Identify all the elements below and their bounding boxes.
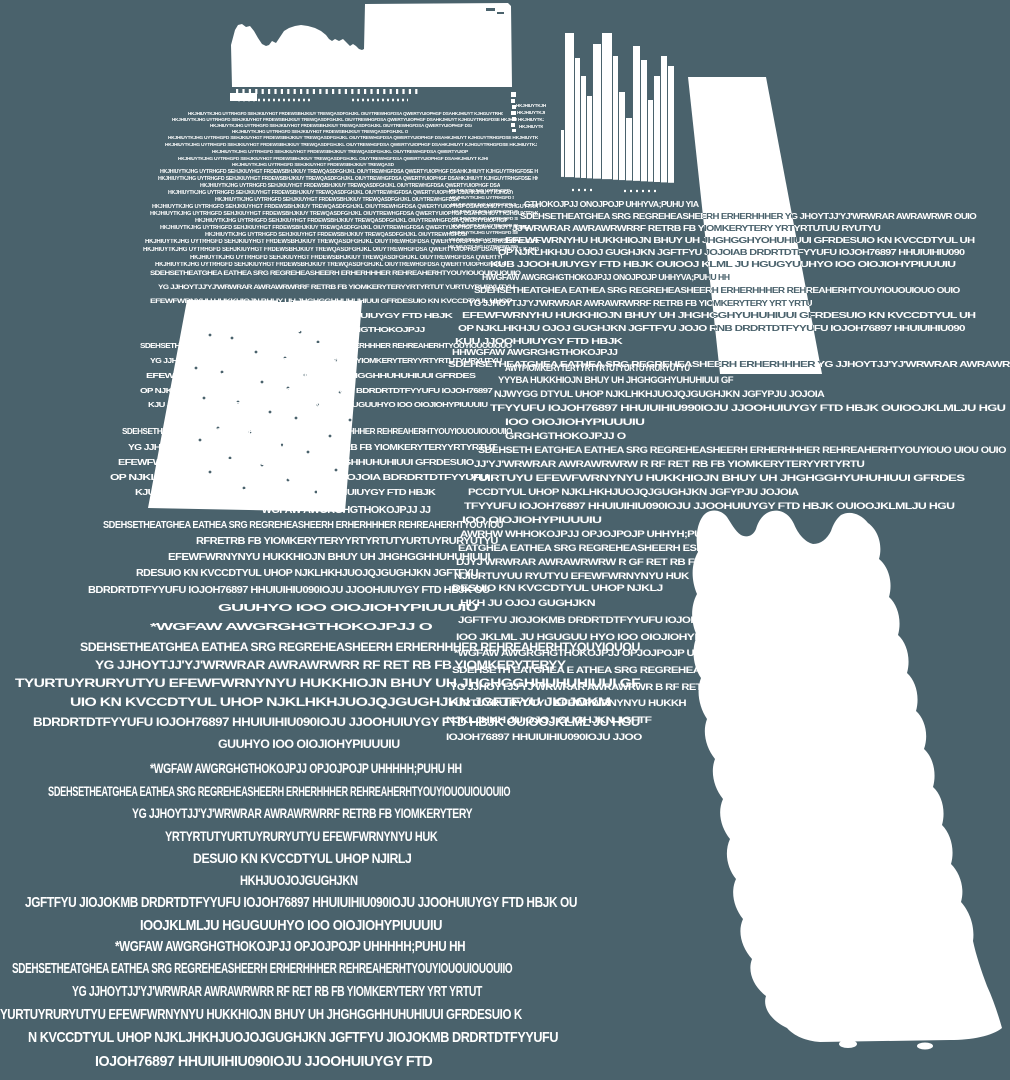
axis-tick: [357, 89, 360, 94]
axis-tick: [351, 89, 354, 94]
axis-tick: [242, 89, 245, 94]
area-chart-figure: [231, 3, 512, 87]
scatter-point: [303, 373, 307, 377]
axis-tick: [280, 89, 283, 94]
axis-tick: [364, 89, 367, 94]
scatter-notch: [278, 298, 293, 302]
axis-tick: [396, 89, 399, 94]
scatter-point: [216, 426, 220, 430]
histogram-bar: [619, 92, 625, 181]
scatter-point: [220, 370, 224, 374]
axis-tick: [389, 89, 392, 94]
scatter-point: [334, 358, 338, 362]
scatter-point: [286, 478, 290, 482]
edge-label-sliver: [512, 117, 516, 121]
axis-tick: [383, 89, 386, 94]
scatter-point: [316, 403, 320, 407]
axis-tick: [402, 89, 405, 94]
scatter-point: [314, 490, 318, 494]
axis-tick: [325, 89, 328, 94]
scatter-point: [228, 456, 232, 460]
axis-tick: [332, 89, 335, 94]
axis-tick: [255, 89, 258, 94]
histogram-bar: [648, 100, 653, 182]
scatter-plot-figure: [148, 300, 362, 512]
edge-label-sliver: [511, 92, 516, 97]
axis-tick: [370, 89, 373, 94]
scatter-point: [283, 356, 287, 360]
scatter-point: [338, 390, 342, 394]
photo-blob: [692, 510, 1002, 1042]
scatter-point: [334, 468, 338, 472]
scatter-point: [202, 396, 206, 400]
scatter-point: [208, 333, 212, 337]
histogram-bar: [602, 33, 612, 180]
panel-speck: [497, 12, 504, 14]
scatter-point: [260, 463, 264, 467]
scatter-point: [298, 330, 302, 334]
edge-label-sliver: [512, 129, 516, 132]
axis-tick: [274, 89, 277, 94]
axis-tick: [376, 89, 379, 94]
axis-tick: [300, 89, 303, 94]
axis-tick: [287, 89, 290, 94]
histogram-bar: [654, 76, 660, 183]
axis-tick: [415, 89, 418, 94]
axis-tick: [268, 89, 271, 94]
axis-tick: [306, 89, 309, 94]
photo-blob-foot: [917, 1042, 933, 1050]
photo-blob-foot: [839, 1040, 857, 1048]
histogram-bar: [668, 66, 674, 183]
axis-tick: [248, 89, 251, 94]
scatter-point: [242, 486, 246, 490]
edge-label-sliver: [511, 111, 516, 115]
histogram-bar: [626, 118, 632, 181]
scatter-point: [194, 366, 198, 370]
histogram-bar: [575, 58, 580, 178]
axis-tick: [261, 89, 264, 94]
scatter-point: [198, 438, 202, 442]
axis-tick: [236, 89, 239, 94]
table-panel: [688, 77, 822, 374]
axis-tick: [338, 89, 341, 94]
scatter-point: [286, 386, 290, 390]
scatter-point: [208, 470, 212, 474]
scatter-point: [306, 450, 310, 454]
histogram-bar: [613, 56, 618, 180]
scatter-point: [348, 418, 352, 422]
scatter-point: [254, 350, 258, 354]
scatter-point: [316, 340, 320, 344]
scatter-point: [280, 443, 284, 447]
axis-tick: [344, 89, 347, 94]
histogram-bar: [587, 96, 592, 179]
scatter-point: [328, 434, 332, 438]
axis-tick: [312, 89, 315, 94]
scatter-point: [230, 336, 234, 340]
histogram-bar: [641, 60, 647, 182]
scatter-point: [268, 410, 272, 414]
scatter-point: [294, 416, 298, 420]
scatter-point: [248, 430, 252, 434]
histogram-bar: [581, 76, 586, 178]
edge-label-sliver: [512, 105, 516, 109]
histogram-bar: [661, 56, 667, 183]
scatter-point: [260, 380, 264, 384]
axis-label-blob: [230, 93, 257, 101]
axis-tick: [293, 89, 296, 94]
axis-tick: [408, 89, 411, 94]
scatter-point: [236, 400, 240, 404]
panel-speck: [486, 8, 495, 11]
edge-label-sliver: [511, 99, 515, 103]
axis-tick: [319, 89, 322, 94]
histogram-bar: [593, 44, 601, 179]
histogram-bar: [565, 33, 574, 178]
histogram-bar: [633, 46, 640, 181]
histogram-bar: [561, 130, 564, 177]
edge-label-sliver: [511, 123, 515, 127]
